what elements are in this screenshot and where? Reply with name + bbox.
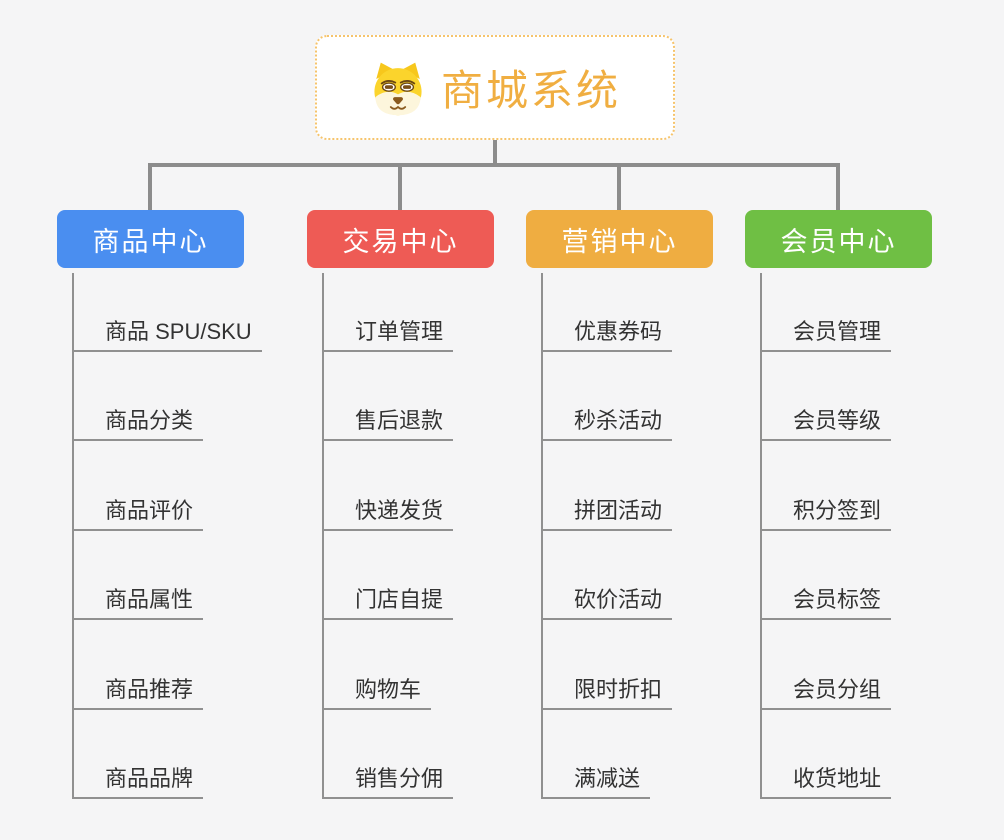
leaf-node[interactable]: 商品评价 bbox=[72, 496, 204, 531]
branch-connector-line bbox=[760, 273, 762, 799]
leaf-node[interactable]: 订单管理 bbox=[322, 317, 454, 352]
branch-label: 营销中心 bbox=[561, 226, 678, 257]
branch-label: 交易中心 bbox=[342, 226, 459, 257]
leaf-node[interactable]: 会员等级 bbox=[760, 406, 892, 441]
leaf-node[interactable]: 售后退款 bbox=[322, 406, 454, 441]
leaf-node[interactable]: 门店自提 bbox=[322, 585, 454, 620]
leaf-node[interactable]: 购物车 bbox=[322, 675, 432, 710]
leaf-node[interactable]: 会员分组 bbox=[760, 675, 892, 710]
branch-items: 订单管理售后退款快递发货门店自提购物车销售分佣 bbox=[307, 210, 527, 840]
leaf-node[interactable]: 商品属性 bbox=[72, 585, 204, 620]
branch-product-center: 商品中心 商品 SPU/SKU 商品分类商品评价商品属性商品推荐商品品牌 bbox=[57, 210, 277, 799]
branch-connector-line bbox=[541, 273, 543, 799]
leaf-node[interactable]: 商品品牌 bbox=[72, 764, 204, 799]
root-title: 商城系统 bbox=[440, 67, 621, 114]
leaf-node[interactable]: 销售分佣 bbox=[322, 764, 454, 799]
branch-connector-line bbox=[72, 273, 74, 799]
branch-trade-center: 交易中心 订单管理售后退款快递发货门店自提购物车销售分佣 bbox=[307, 210, 527, 799]
leaf-node[interactable]: 拼团活动 bbox=[541, 496, 673, 531]
branch-label: 商品中心 bbox=[92, 226, 209, 257]
branch-member-center: 会员中心 会员管理会员等级积分签到会员标签会员分组收货地址 bbox=[745, 210, 965, 799]
leaf-node[interactable]: 积分签到 bbox=[760, 496, 892, 531]
leaf-node[interactable]: 会员标签 bbox=[760, 585, 892, 620]
branch-items: 商品 SPU/SKU 商品分类商品评价商品属性商品推荐商品品牌 bbox=[57, 210, 277, 840]
leaf-node[interactable]: 会员管理 bbox=[760, 317, 892, 352]
branch-items: 会员管理会员等级积分签到会员标签会员分组收货地址 bbox=[745, 210, 965, 840]
leaf-node[interactable]: 砍价活动 bbox=[541, 585, 673, 620]
branch-label: 会员中心 bbox=[780, 226, 897, 257]
root-node[interactable]: 商城系统 bbox=[315, 35, 675, 140]
leaf-node[interactable]: 满减送 bbox=[541, 764, 651, 799]
leaf-node[interactable]: 商品推荐 bbox=[72, 675, 204, 710]
leaf-node[interactable]: 收货地址 bbox=[760, 764, 892, 799]
dog-face-icon bbox=[369, 59, 427, 117]
leaf-node[interactable]: 优惠券码 bbox=[541, 317, 673, 352]
branch-connector-line bbox=[322, 273, 324, 799]
leaf-node[interactable]: 商品 SPU/SKU bbox=[72, 317, 262, 352]
branch-box-marketing[interactable]: 营销中心 bbox=[526, 210, 713, 268]
branch-box-member[interactable]: 会员中心 bbox=[745, 210, 932, 268]
branch-marketing-center: 营销中心 优惠券码秒杀活动拼团活动砍价活动限时折扣满减送 bbox=[526, 210, 746, 799]
leaf-node[interactable]: 商品分类 bbox=[72, 406, 204, 441]
branch-box-trade[interactable]: 交易中心 bbox=[307, 210, 494, 268]
branch-box-product[interactable]: 商品中心 bbox=[57, 210, 244, 268]
branch-items: 优惠券码秒杀活动拼团活动砍价活动限时折扣满减送 bbox=[526, 210, 746, 840]
leaf-node[interactable]: 限时折扣 bbox=[541, 675, 673, 710]
leaf-node[interactable]: 快递发货 bbox=[322, 496, 454, 531]
leaf-node[interactable]: 秒杀活动 bbox=[541, 406, 673, 441]
